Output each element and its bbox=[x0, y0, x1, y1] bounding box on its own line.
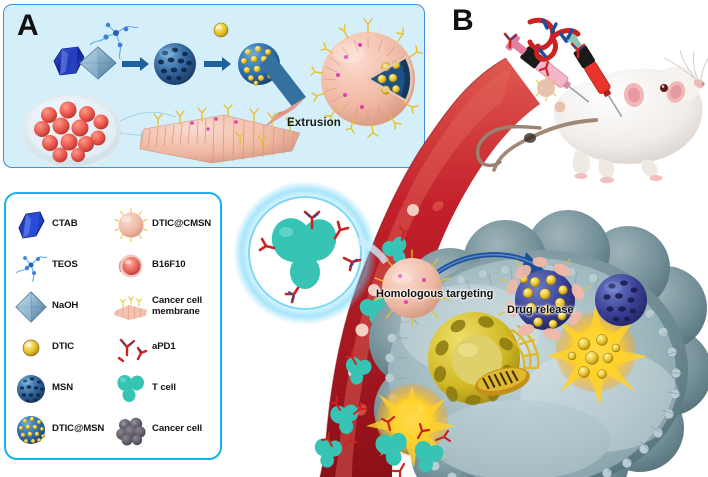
legend-column-left: CTAB TEOS bbox=[14, 204, 114, 450]
cmsn-antibodies bbox=[310, 18, 423, 138]
legend-box: CTAB TEOS bbox=[4, 192, 222, 460]
dtic-msn-sphere-icon bbox=[14, 413, 48, 447]
panel-a-letter: A bbox=[17, 9, 39, 42]
legend-label: aPD1 bbox=[152, 341, 176, 353]
cancer-cell-body bbox=[366, 210, 708, 477]
legend-column-right: DTIC@CMSN B16F10 bbox=[114, 204, 220, 450]
panel-a-graphics bbox=[20, 18, 423, 167]
drug-release-particle bbox=[497, 256, 592, 348]
apd1-antibody-icon bbox=[114, 331, 148, 365]
apd1-small-3 bbox=[538, 60, 550, 77]
extrusion-arrow bbox=[260, 53, 306, 129]
drug-burst-inner bbox=[546, 304, 648, 406]
dtic-cmsn-particle bbox=[310, 18, 423, 138]
cmsn-proteins bbox=[336, 43, 364, 109]
legend-item-dtic-msn: DTIC@MSN bbox=[14, 409, 114, 450]
cell-culture-dish bbox=[20, 93, 124, 167]
teos-molecule-icon bbox=[14, 249, 48, 283]
legend-item-msn: MSN bbox=[14, 368, 114, 409]
legend-item-cancer-cell: Cancer cell bbox=[114, 409, 220, 450]
teos-molecule bbox=[89, 22, 139, 60]
dtic-molecule-single bbox=[213, 22, 229, 38]
naoh-octahedron bbox=[79, 46, 117, 80]
msn-sphere bbox=[154, 43, 196, 85]
membrane-antibodies bbox=[153, 104, 295, 150]
mouse bbox=[475, 49, 708, 184]
legend-label: CTAB bbox=[52, 218, 78, 230]
t-cell-attack bbox=[366, 384, 456, 477]
panel-a: A Extrusion bbox=[3, 4, 425, 168]
cancer-cell-membrane-sheet bbox=[139, 104, 301, 164]
legend-item-teos: TEOS bbox=[14, 245, 114, 286]
homologous-targeting-label: Homologous targeting bbox=[376, 288, 494, 300]
legend-item-b16f10: B16F10 bbox=[114, 245, 220, 286]
membrane-fragments bbox=[505, 256, 585, 340]
mitochondrion bbox=[475, 367, 530, 396]
legend-label: T cell bbox=[152, 382, 176, 394]
legend-item-t-cell: T cell bbox=[114, 368, 220, 409]
msn-sphere-icon bbox=[14, 372, 48, 406]
dtic-cmsn-targeting bbox=[374, 249, 450, 327]
legend-item-ctab: CTAB bbox=[14, 204, 114, 245]
cancer-cell-membrane-icon bbox=[114, 290, 148, 324]
legend-label: NaOH bbox=[52, 300, 79, 312]
dna-antibody-cluster bbox=[503, 17, 586, 77]
b16f10-cells bbox=[34, 101, 109, 163]
arrow-1 bbox=[122, 57, 149, 71]
inset-apd1-3 bbox=[258, 237, 276, 252]
legend-label: Cancer cell membrane bbox=[152, 294, 203, 317]
legend-label: DTIC@CMSN bbox=[152, 218, 212, 230]
whiskers bbox=[663, 49, 708, 89]
naoh-octahedron-icon bbox=[14, 290, 48, 324]
released-dtic bbox=[567, 334, 621, 379]
b16f10-cell-icon bbox=[114, 249, 148, 283]
membrane-proteins bbox=[190, 117, 238, 131]
free-msn-particle bbox=[595, 274, 647, 326]
panel-b-letter: B bbox=[452, 4, 474, 37]
arrow-2 bbox=[204, 57, 231, 71]
legend-item-dtic: DTIC bbox=[14, 327, 114, 368]
inset-t-cell bbox=[271, 218, 337, 289]
ctab-crystal bbox=[53, 46, 85, 76]
legend-label: DTIC bbox=[52, 341, 74, 353]
attacking-t-cells bbox=[375, 432, 444, 473]
t-cell-bound-antibodies bbox=[321, 226, 411, 447]
dtic-cmsn-sphere-icon bbox=[114, 207, 148, 242]
legend-item-membrane: Cancer cell membrane bbox=[114, 286, 220, 327]
t-cell-inset bbox=[233, 181, 389, 325]
legend-label: Cancer cell bbox=[152, 423, 203, 435]
cmsn-lipid-texture bbox=[323, 37, 412, 121]
legend-label: TEOS bbox=[52, 259, 78, 271]
legend-label: DTIC@MSN bbox=[52, 423, 105, 435]
t-cells-in-vessel bbox=[314, 236, 407, 468]
inset-apd1-2 bbox=[333, 220, 350, 240]
cancer-cell-icon bbox=[114, 413, 148, 447]
legend-item-apd1: aPD1 bbox=[114, 327, 220, 368]
drug-release-label: Drug release bbox=[507, 304, 574, 316]
ctab-crystal-icon bbox=[14, 208, 48, 242]
extrusion-label: Extrusion bbox=[287, 117, 341, 129]
injected-particles bbox=[535, 74, 566, 113]
t-cell-icon bbox=[114, 372, 148, 406]
legend-label: MSN bbox=[52, 382, 74, 394]
dtic-sphere-icon bbox=[14, 331, 48, 365]
legend-item-dtic-cmsn: DTIC@CMSN bbox=[114, 204, 220, 245]
legend-item-naoh: NaOH bbox=[14, 286, 114, 327]
mouse-feet bbox=[574, 173, 663, 184]
legend-label: B16F10 bbox=[152, 259, 186, 271]
